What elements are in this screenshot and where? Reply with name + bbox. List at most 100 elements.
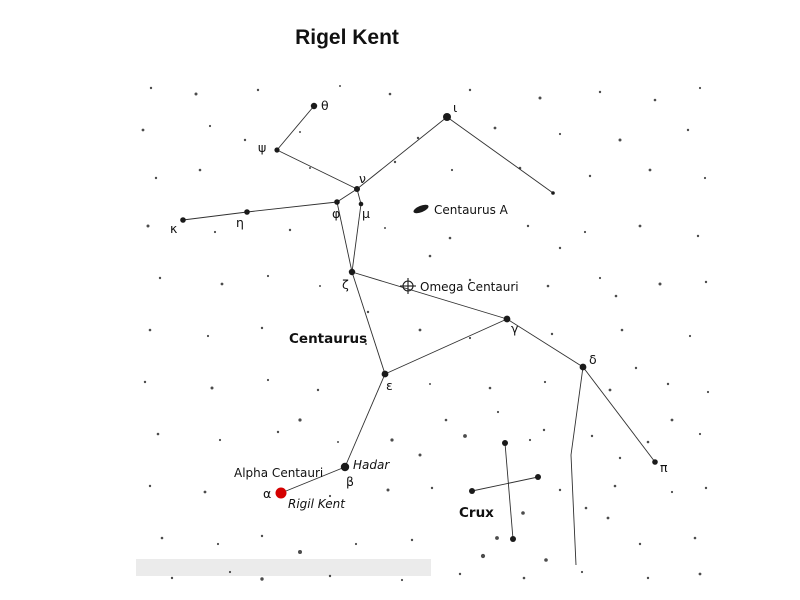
background-star xyxy=(194,92,198,96)
background-star xyxy=(580,570,584,574)
background-star xyxy=(558,132,562,136)
background-star xyxy=(418,453,422,457)
background-star xyxy=(400,578,404,582)
background-star xyxy=(608,388,612,392)
background-star xyxy=(393,160,397,164)
background-star xyxy=(337,441,339,443)
background-star xyxy=(170,576,174,580)
label-alpha-centauri: Alpha Centauri xyxy=(234,466,323,480)
label-rigil-kent: Rigil Kent xyxy=(288,497,346,511)
star-label-kappa: κ xyxy=(170,221,178,236)
background-star xyxy=(704,280,708,284)
background-star xyxy=(698,572,702,576)
background-star xyxy=(618,456,622,460)
background-star xyxy=(590,434,594,438)
star-label-delta: δ xyxy=(589,352,597,367)
star-iota-line-end xyxy=(551,191,555,195)
background-star xyxy=(328,494,332,498)
star-zeta xyxy=(348,268,356,276)
background-star xyxy=(646,576,650,580)
constellation-line-mu-zeta xyxy=(351,203,362,273)
background-star xyxy=(339,85,341,87)
background-star xyxy=(316,388,320,392)
background-star xyxy=(542,428,546,432)
background-star xyxy=(141,128,145,132)
background-star xyxy=(428,254,432,258)
background-star xyxy=(648,168,652,172)
star-label-eta: η xyxy=(236,215,244,230)
star-crux-top xyxy=(502,440,508,446)
background-star xyxy=(260,326,264,330)
background-star xyxy=(658,282,662,286)
star-label-mu: μ xyxy=(362,206,370,221)
background-star xyxy=(218,438,222,442)
background-star xyxy=(210,386,214,390)
star-kappa xyxy=(180,217,186,223)
background-star xyxy=(670,418,674,422)
background-star xyxy=(618,138,622,142)
background-star xyxy=(583,230,587,234)
background-star xyxy=(149,86,153,90)
constellation-line-gamma-delta xyxy=(506,318,584,368)
star-iota xyxy=(443,113,451,121)
background-star xyxy=(216,542,220,546)
background-star xyxy=(148,328,152,332)
background-star xyxy=(366,310,370,314)
background-star xyxy=(638,542,642,546)
background-star xyxy=(546,284,550,288)
centaurus-a-galaxy-icon xyxy=(413,204,429,214)
background-star xyxy=(598,276,602,280)
background-star xyxy=(653,98,657,102)
background-star xyxy=(386,488,390,492)
background-star xyxy=(416,136,420,140)
star-eta xyxy=(244,209,250,215)
star-label-zeta: ζ xyxy=(342,277,349,292)
star-nu xyxy=(354,186,360,192)
background-star xyxy=(220,282,224,286)
constellation-line-crux-vertical xyxy=(504,442,514,540)
background-star xyxy=(266,274,270,278)
background-star xyxy=(706,390,710,394)
background-star xyxy=(260,534,264,538)
background-star xyxy=(365,343,367,345)
background-star xyxy=(418,328,422,332)
background-star xyxy=(319,285,321,287)
constellation-line-phi-zeta xyxy=(336,201,353,273)
label-hadar: Hadar xyxy=(353,458,390,472)
background-star xyxy=(686,128,690,132)
star-label-gamma: γ xyxy=(511,321,519,336)
background-star xyxy=(468,88,472,92)
background-star xyxy=(266,378,270,382)
constellation-line-delta-pi xyxy=(582,366,656,463)
background-star xyxy=(558,246,562,250)
background-star xyxy=(154,176,158,180)
background-star xyxy=(160,536,164,540)
background-star xyxy=(646,440,650,444)
star-label-phi: φ xyxy=(332,206,340,221)
background-star xyxy=(228,570,232,574)
background-star xyxy=(256,88,260,92)
star-pi xyxy=(652,459,658,465)
background-star xyxy=(613,484,617,488)
constellation-line-zeta-epsilon xyxy=(351,271,386,375)
background-star xyxy=(429,383,431,385)
star-theta xyxy=(310,102,318,110)
background-star xyxy=(634,366,638,370)
star-crux-right xyxy=(535,474,541,480)
star-label-beta: β xyxy=(346,474,354,489)
background-star xyxy=(704,486,708,490)
background-star xyxy=(698,86,702,90)
label-centaurus-a: Centaurus A xyxy=(434,203,509,217)
star-phi xyxy=(334,199,340,205)
constellation-line-crux-horizontal xyxy=(471,476,539,492)
rigil-kent-marker xyxy=(275,487,287,499)
background-star xyxy=(203,490,207,494)
background-star xyxy=(146,224,150,228)
background-star xyxy=(526,224,530,228)
background-star xyxy=(458,572,462,576)
constellation-line-epsilon-gamma xyxy=(384,318,508,375)
background-star xyxy=(156,432,160,436)
background-star xyxy=(495,536,499,540)
